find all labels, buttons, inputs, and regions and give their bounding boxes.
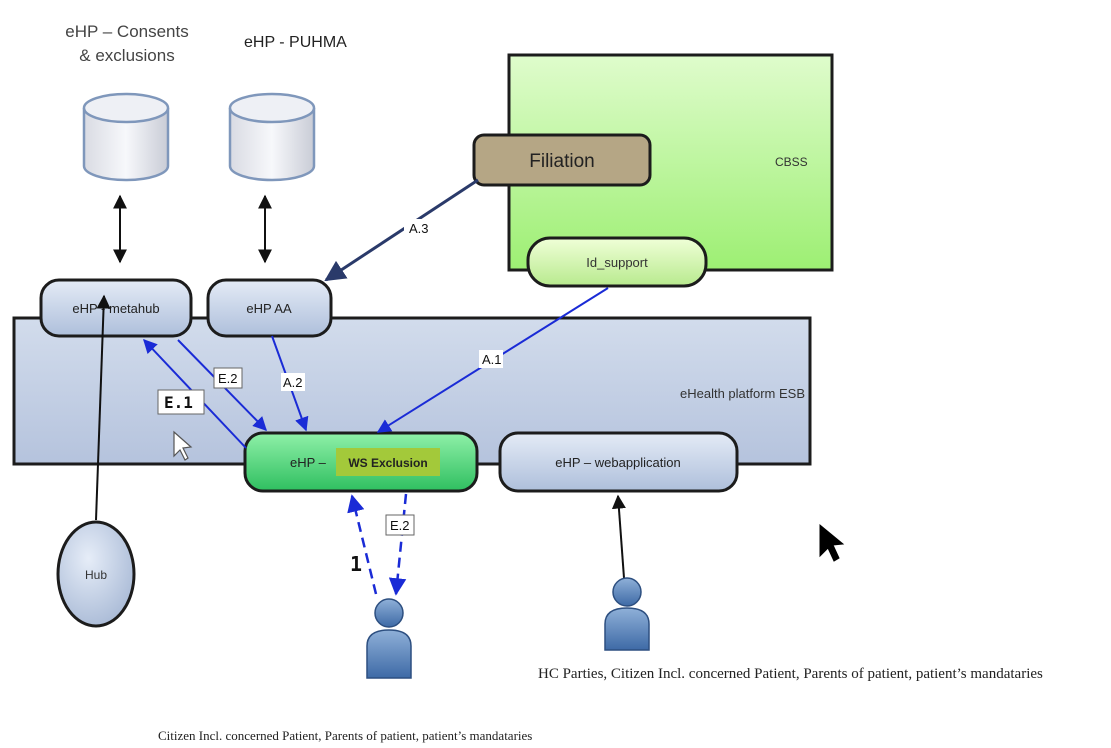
a3-label: A.3 xyxy=(409,221,429,236)
e1-label-bg xyxy=(157,389,205,415)
ws-exclusion-label: WS Exclusion xyxy=(348,456,427,470)
id-support-box xyxy=(526,236,708,288)
citizen-caption: Citizen Incl. concerned Patient, Parents… xyxy=(158,728,533,743)
e2-bottom-arrow xyxy=(388,493,408,596)
webapplication-label: eHP – webapplication xyxy=(555,455,681,470)
e2-bottom-label-bg xyxy=(385,514,415,536)
consents-db-caption: eHP – Consents & exclusions xyxy=(52,20,202,68)
e2-bottom-label: E.2 xyxy=(390,518,410,533)
a2-label: A.2 xyxy=(283,375,303,390)
esb-label: eHealth platform ESB xyxy=(680,386,805,401)
mouse-pointer-icon xyxy=(173,430,193,461)
a3-label-bg xyxy=(404,219,432,237)
webapplication-box xyxy=(498,431,739,493)
aa-box xyxy=(206,278,333,338)
aa-label: eHP AA xyxy=(246,301,292,316)
metahub-label: eHP - metahub xyxy=(72,301,159,316)
cbss-label: CBSS xyxy=(775,155,808,169)
hub-label: Hub xyxy=(85,568,107,582)
a2-label-bg xyxy=(281,373,305,391)
hc-parties-person-icon xyxy=(604,577,650,651)
e2-top-label-bg xyxy=(213,367,243,389)
hub-node xyxy=(56,520,136,628)
ws-exclusion-prefix: eHP – xyxy=(290,455,327,470)
puhma-db-caption: eHP - PUHMA xyxy=(244,34,347,51)
consents-db-caption-line1: eHP – Consents xyxy=(65,22,189,41)
filiation-box xyxy=(472,133,652,187)
a3-arrow xyxy=(324,178,479,282)
consents-database-icon xyxy=(82,92,170,182)
puhma-database-icon xyxy=(228,92,316,182)
e2-top-label: E.2 xyxy=(218,371,238,386)
a1-label-bg xyxy=(479,350,503,368)
hc-to-webapp-arrow xyxy=(611,494,626,579)
metahub-box xyxy=(39,278,193,338)
hub-to-metahub-arrow xyxy=(95,294,111,521)
e1-label: E.1 xyxy=(164,393,193,412)
step-1-arrow xyxy=(347,494,378,595)
step-1-label: 1 xyxy=(350,552,362,576)
filiation-label: Filiation xyxy=(529,151,594,172)
citizen-person-icon xyxy=(366,598,412,679)
mouse-pointer-icon xyxy=(819,523,845,562)
id-support-label: Id_support xyxy=(586,255,648,270)
a1-label: A.1 xyxy=(482,352,502,367)
ws-exclusion-highlight xyxy=(336,448,440,476)
hc-parties-caption: HC Parties, Citizen Incl. concerned Pati… xyxy=(538,666,1043,682)
consents-db-caption-line2: & exclusions xyxy=(79,46,175,65)
